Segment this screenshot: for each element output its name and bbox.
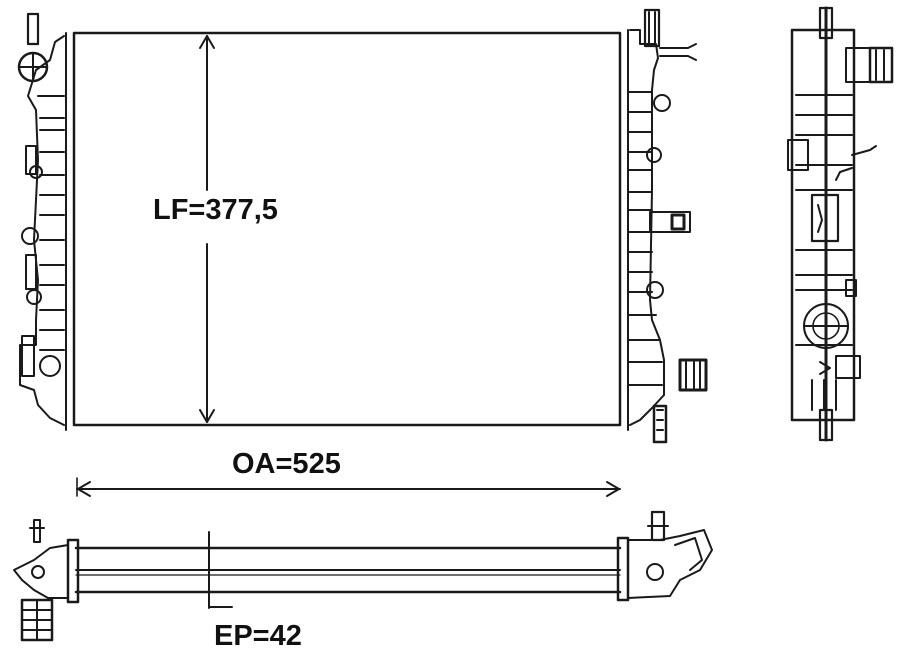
radiator-core	[72, 31, 622, 427]
ep-dimension-line	[208, 531, 233, 609]
lf-dimension-line	[199, 35, 215, 423]
top-view	[13, 510, 713, 642]
left-tank	[17, 12, 65, 426]
ep-dimension-label: EP=42	[214, 619, 302, 653]
lf-dimension-label: LF=377,5	[151, 193, 280, 227]
oa-dimension-line	[76, 477, 621, 497]
side-view	[787, 6, 894, 442]
oa-dimension-label: OA=525	[232, 447, 341, 481]
front-view	[17, 8, 708, 444]
right-tank	[627, 8, 708, 444]
